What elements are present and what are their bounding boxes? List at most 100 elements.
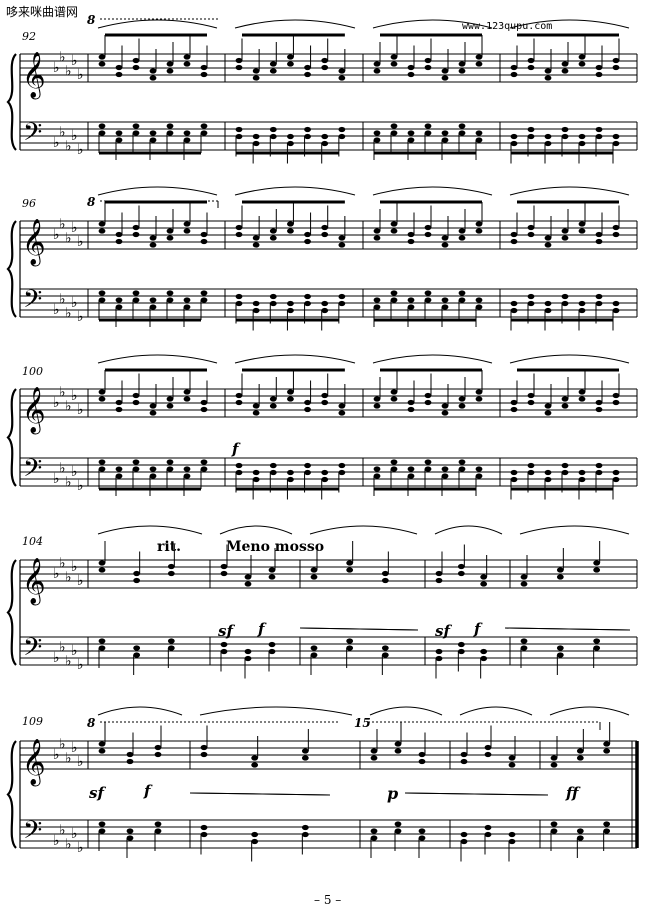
note-head	[508, 838, 516, 845]
note-head	[98, 821, 106, 827]
note-head	[167, 563, 175, 570]
dynamic-sf-m107: sf	[435, 622, 450, 640]
note-head	[561, 300, 569, 307]
note-head	[338, 462, 346, 469]
flat-icon: ♭	[65, 570, 72, 586]
note-head	[98, 297, 106, 303]
note-head	[200, 466, 208, 472]
note-head	[346, 567, 354, 573]
flat-icon: ♭	[59, 737, 66, 753]
note-head	[441, 242, 449, 248]
note-head	[115, 406, 123, 413]
note-head	[381, 645, 389, 651]
hairpin	[189, 792, 331, 796]
note-head	[460, 751, 468, 758]
note-head	[527, 462, 535, 469]
flat-icon: ♭	[65, 654, 72, 670]
note-head	[268, 648, 276, 655]
bass-clef-icon: 𝄢	[23, 633, 42, 668]
note-head	[612, 140, 620, 147]
note-head	[200, 238, 208, 245]
note-head	[510, 133, 518, 140]
note-head	[98, 638, 106, 644]
note-head	[394, 748, 402, 754]
note-head	[561, 126, 569, 133]
note-head	[252, 133, 260, 140]
note-head	[235, 462, 243, 469]
note-head	[457, 570, 465, 577]
note-head	[287, 61, 294, 67]
note-head	[200, 123, 208, 129]
note-head	[510, 469, 518, 476]
note-head	[235, 469, 243, 476]
note-head	[527, 399, 535, 406]
note-head	[251, 831, 259, 838]
site-url: www.123qupu.com	[462, 21, 553, 32]
note-head	[593, 638, 601, 644]
note-head	[132, 290, 140, 296]
note-head	[480, 574, 488, 580]
note-head	[520, 574, 528, 580]
note-head	[480, 655, 488, 662]
note-head	[394, 821, 402, 827]
note-head	[321, 133, 329, 140]
note-head	[475, 473, 483, 479]
note-head	[149, 403, 157, 409]
note-head	[133, 570, 141, 577]
note-head	[220, 641, 228, 648]
slur	[234, 186, 356, 196]
note-head	[154, 828, 162, 834]
note-head	[287, 469, 294, 476]
flat-icon: ♭	[59, 50, 66, 66]
note-head	[544, 469, 552, 476]
site-name: 哆来咪曲谱网	[6, 5, 79, 19]
note-head	[338, 68, 346, 74]
note-head	[321, 469, 329, 476]
note-head	[520, 638, 528, 644]
note-head	[373, 473, 381, 479]
note-head	[550, 762, 558, 768]
note-head	[304, 133, 311, 140]
note-head	[304, 399, 311, 406]
note-head	[149, 466, 157, 472]
note-head	[595, 126, 603, 133]
flat-icon: ♭	[53, 135, 60, 151]
note-head	[310, 652, 318, 658]
tempo-meno-mosso: Meno mosso	[226, 539, 325, 555]
slur	[459, 706, 533, 716]
bass-clef-icon: 𝄢	[23, 454, 42, 489]
note-head	[167, 638, 175, 644]
note-head	[252, 410, 260, 416]
note-head	[595, 231, 603, 238]
note-head	[407, 304, 415, 310]
note-head	[527, 133, 535, 140]
flat-icon: ♭	[77, 142, 84, 158]
note-head	[154, 751, 162, 758]
note-head	[133, 652, 141, 658]
note-head	[484, 824, 492, 831]
note-head	[321, 476, 329, 483]
note-head	[269, 133, 277, 140]
brace	[6, 53, 17, 151]
note-head	[321, 57, 329, 64]
note-head	[457, 563, 465, 570]
note-head	[200, 290, 208, 296]
note-head	[98, 560, 106, 566]
note-head	[508, 762, 516, 768]
bass-clef-icon: 𝄢	[23, 816, 42, 851]
note-head	[595, 238, 603, 245]
note-head	[390, 221, 398, 227]
note-head	[510, 300, 518, 307]
note-head	[98, 123, 106, 129]
hairpin	[299, 627, 419, 631]
note-head	[460, 758, 468, 765]
note-head	[133, 577, 141, 584]
bass-clef-icon: 𝄢	[23, 285, 42, 320]
note-head	[407, 130, 415, 136]
note-head	[98, 459, 106, 465]
note-head	[304, 231, 311, 238]
measure-number-109: 109	[22, 715, 43, 728]
note-head	[595, 64, 603, 71]
note-head	[390, 130, 398, 136]
flat-icon: ♭	[77, 754, 84, 770]
